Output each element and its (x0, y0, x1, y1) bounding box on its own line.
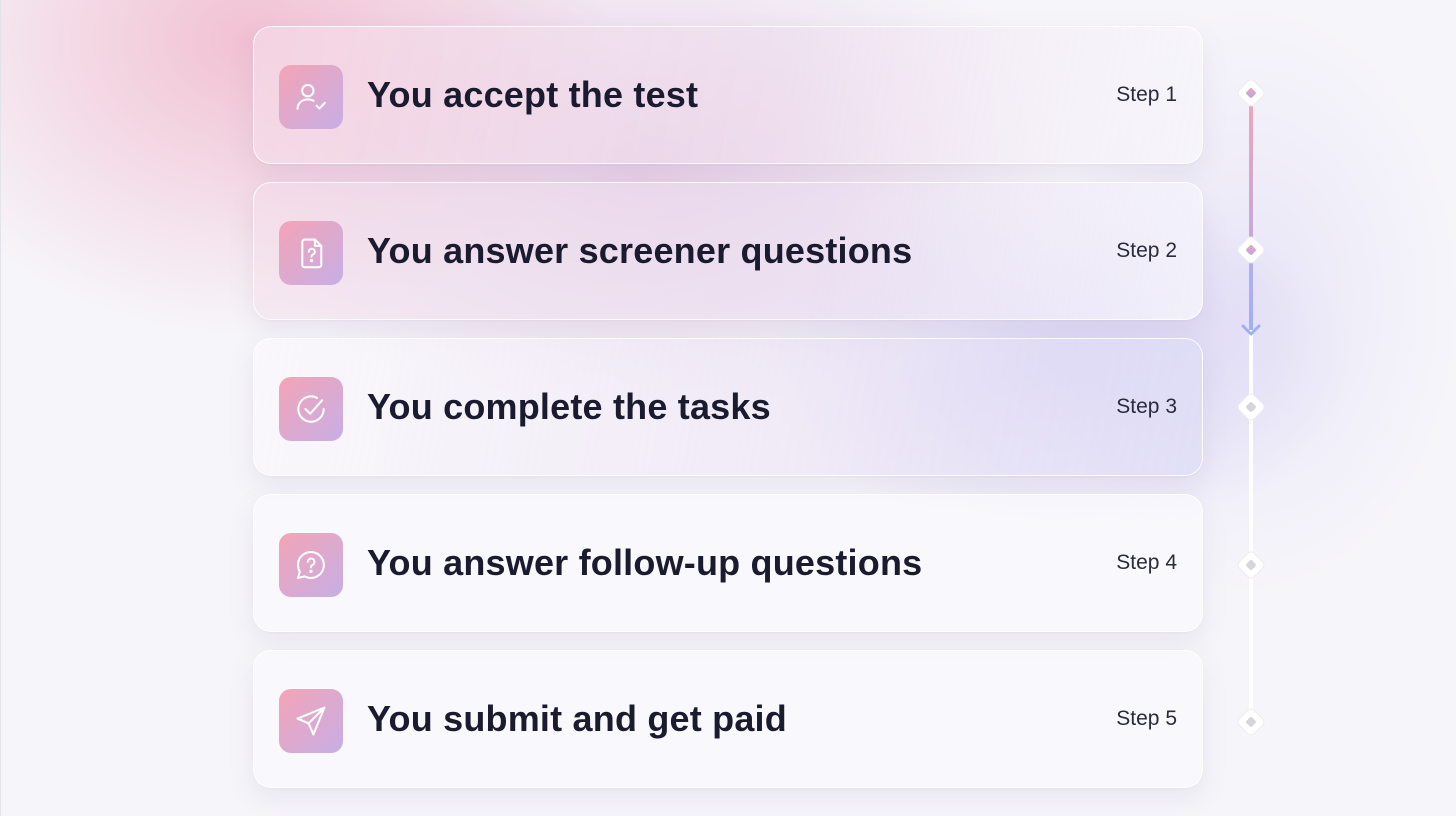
send-icon (279, 689, 343, 753)
timeline-progress-segment (1249, 94, 1253, 250)
step-title: You answer follow-up questions (367, 542, 923, 583)
step-card-2[interactable]: You answer screener questions Step 2 (253, 182, 1203, 320)
step-number-label: Step 5 (1116, 707, 1177, 730)
step-card-4[interactable]: You answer follow-up questions Step 4 (253, 494, 1203, 632)
timeline-node-5 (1236, 707, 1266, 737)
left-divider (0, 0, 1, 816)
timeline-progress-segment (1249, 250, 1253, 330)
timeline-node-2 (1236, 235, 1266, 265)
step-title: You answer screener questions (367, 230, 913, 271)
step-card-1[interactable]: You accept the test Step 1 (253, 26, 1203, 164)
arrow-down-icon (1241, 324, 1261, 336)
timeline-node-4 (1236, 550, 1266, 580)
step-number-label: Step 4 (1116, 551, 1177, 574)
user-check-icon (279, 65, 343, 129)
step-card-3[interactable]: You complete the tasks Step 3 (253, 338, 1203, 476)
step-card-5[interactable]: You submit and get paid Step 5 (253, 650, 1203, 788)
step-title: You submit and get paid (367, 698, 787, 739)
timeline-node-3 (1236, 392, 1266, 422)
timeline-node-1 (1236, 78, 1266, 108)
step-number-label: Step 1 (1116, 83, 1177, 106)
step-number-label: Step 2 (1116, 239, 1177, 262)
question-chat-icon (279, 533, 343, 597)
step-title: You complete the tasks (367, 386, 771, 427)
steps-list: You accept the test Step 1 You answer sc… (253, 26, 1203, 806)
progress-timeline (1229, 70, 1273, 750)
question-document-icon (279, 221, 343, 285)
check-circle-icon (279, 377, 343, 441)
step-title: You accept the test (367, 74, 699, 115)
step-number-label: Step 3 (1116, 395, 1177, 418)
